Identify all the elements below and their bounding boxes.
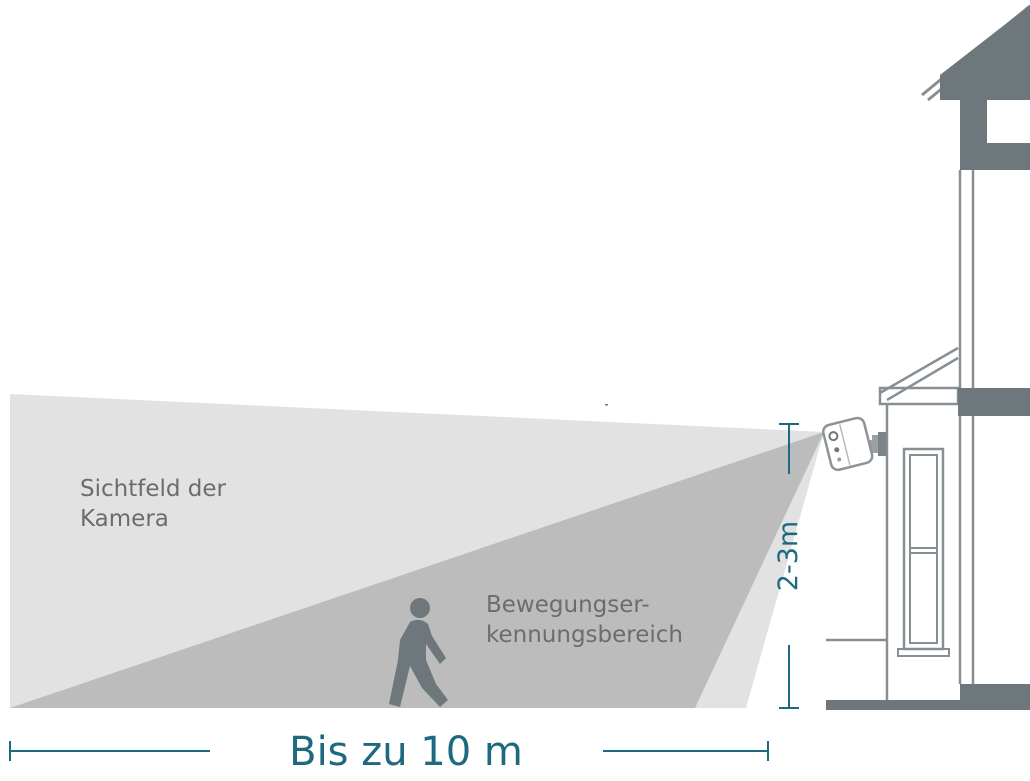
house	[826, 4, 1030, 710]
camera-device	[822, 416, 886, 472]
motion-zone-label-line2: kennungsbereich	[486, 622, 683, 648]
mount-height-label: 2-3m	[773, 521, 804, 591]
height-dimension: 2-3m	[773, 423, 804, 709]
field-of-view-label-line2: Kamera	[80, 506, 169, 532]
motion-zone-label-line1: Bewegungser-	[486, 592, 650, 618]
walking-person-icon	[389, 598, 448, 707]
range-label: Bis zu 10 m	[289, 729, 523, 775]
motion-detection-area	[10, 432, 824, 708]
field-of-view-label-line1: Sichtfeld der	[80, 476, 227, 502]
range-dimension: Bis zu 10 m	[9, 729, 769, 775]
